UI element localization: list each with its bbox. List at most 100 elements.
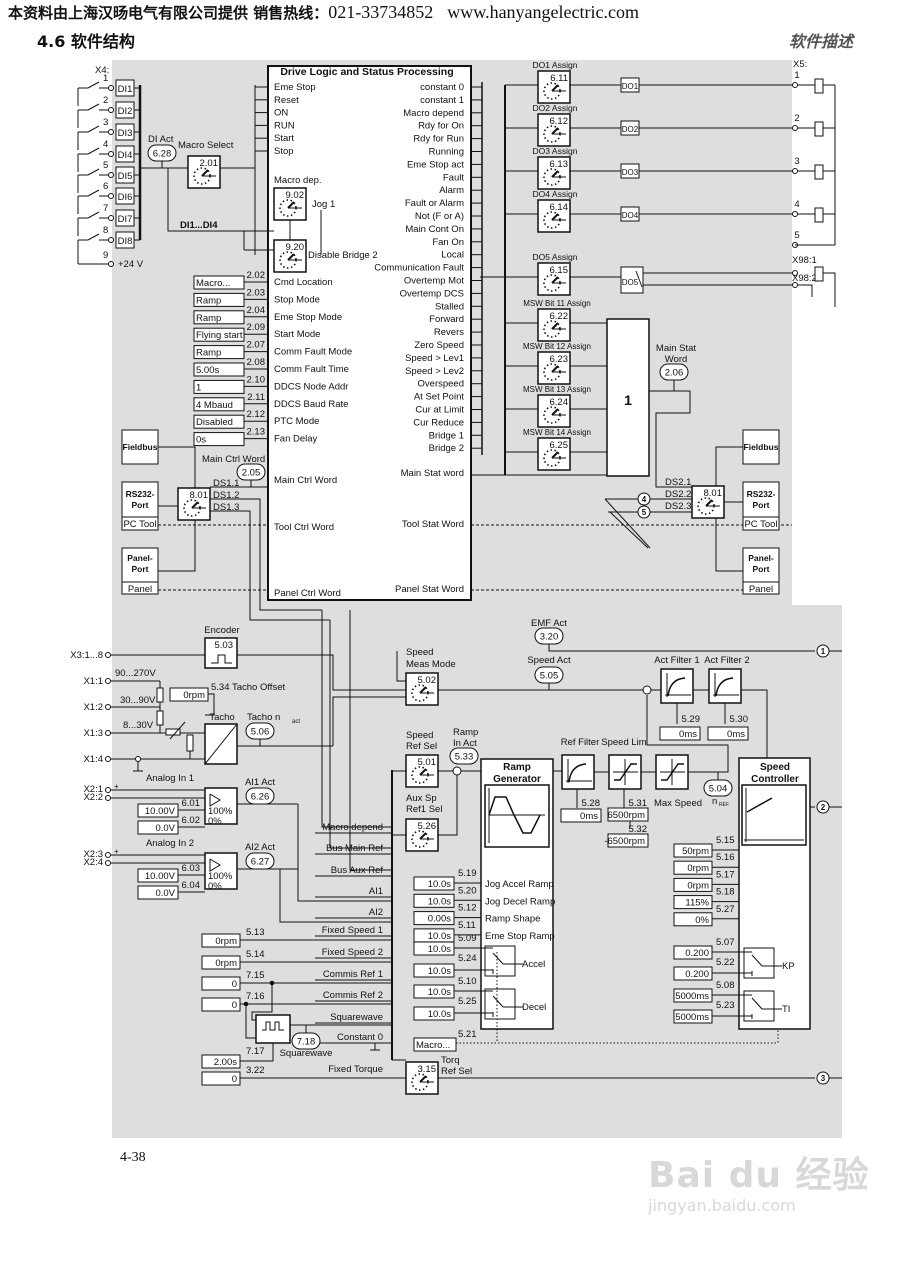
logic-output-15: Overtemp Mot: [404, 276, 465, 287]
logic-output-26: Cur Reduce: [413, 417, 464, 428]
setting-param: 2.07: [247, 340, 266, 351]
relay-coil-icon: [814, 207, 824, 223]
nref-sub: REF: [719, 802, 729, 808]
ramp-profile-curve: [488, 796, 541, 834]
main-ctrl-word-param-label: Main Ctrl Word: [202, 454, 265, 465]
setting-label-1: Stop Mode: [274, 294, 320, 305]
ai-lo-param: 6.02: [182, 815, 201, 826]
x98-1-label: X98:1: [792, 255, 817, 266]
do-assign-label-2: DO3 Assign: [533, 146, 578, 156]
logic-output-18: Forward: [429, 314, 464, 325]
logic-output-9: Fault or Alarm: [405, 198, 464, 209]
speed-ref-sel-label-2: Ref Sel: [406, 741, 437, 752]
terminal-icon: [105, 795, 111, 801]
ref-source-1: Bus Main Ref: [326, 843, 383, 854]
speed-ref-sel-label: Speed: [406, 730, 433, 741]
ai-terminal-0a: X2:1: [83, 784, 103, 795]
macro-select-switch-icon: [187, 155, 221, 189]
do-assign-label-0: DO1 Assign: [533, 60, 578, 70]
terminal-icon: [105, 756, 111, 762]
act-filter-2-text: 0ms: [727, 729, 745, 740]
msw-selector-2-param: 6.24: [550, 397, 569, 408]
logic-output-21: Speed > Lev1: [405, 353, 464, 364]
accel-label: Accel: [522, 959, 545, 970]
logic-input-2: ON: [274, 108, 288, 119]
kp-label: KP: [782, 961, 795, 972]
do-assign-label-1: DO2 Assign: [533, 103, 578, 113]
squarewave-period-param: 7.17: [246, 1046, 265, 1057]
logic-output-16: Overtemp DCS: [400, 288, 464, 299]
speed-ctrl-param: 5.17: [716, 869, 735, 880]
pct-hi: 100%: [208, 871, 233, 882]
logic-output-20: Zero Speed: [414, 340, 464, 351]
wire: [237, 654, 406, 691]
watermark-url: jingyan.baidu.com: [648, 1196, 796, 1215]
ramp-generator-title-2: Generator: [493, 774, 541, 785]
setting-2.09-text: Flying start: [196, 330, 243, 341]
commis-ref-1-text: 0: [232, 979, 237, 990]
connector-4-num: 4: [642, 495, 647, 504]
ramp-setting-label-2: Ramp Shape: [485, 914, 540, 925]
do-label: DO2: [622, 125, 639, 134]
ai-hi-1-text: 10.00V: [145, 871, 176, 882]
pot-arrow: [169, 721, 186, 740]
right-pc-tool-label: PC Tool: [744, 519, 777, 530]
connector-2-num: 2: [821, 803, 826, 812]
ds1-label-2: DS1.3: [213, 502, 239, 513]
msw-label-1: MSW Bit 12 Assign: [523, 342, 591, 351]
speed-ctrl-param: 5.15: [716, 835, 735, 846]
ti-label: TI: [782, 1004, 790, 1015]
di1-4-wire: [167, 168, 244, 232]
do5-contact-icon: [635, 270, 643, 288]
msw-selector-1-needle: [551, 365, 559, 373]
logic-output-19: Revers: [434, 327, 464, 338]
company-text: 本资料由上海汉旸电气有限公司提供 销售热线：: [8, 4, 329, 22]
terminal-icon: [105, 787, 111, 793]
encoder-terminal-label: X3:1...8: [70, 650, 103, 661]
x5-pin-2: 3: [794, 156, 799, 167]
watermark: Bai du 经验 jingyan.baidu.com: [648, 1146, 870, 1215]
relay-coil-icon: [814, 164, 824, 180]
tacho-nact-value: 5.06: [251, 727, 270, 738]
speed-ctrl-setting-5.16-text: 0rpm: [687, 863, 709, 874]
wire: [712, 972, 753, 976]
logic-input-0: Eme Stop: [274, 82, 316, 93]
connector-5-num: 5: [642, 508, 647, 517]
disable-bridge-label: Disable Bridge 2: [308, 250, 378, 261]
do-selector-0-needle: [551, 84, 559, 92]
pct-lo: 0%: [208, 881, 222, 892]
ramp-generator-title: Ramp: [503, 762, 531, 773]
ref-filter-field: [560, 808, 602, 823]
di-label: DI2: [118, 106, 133, 117]
msw-selector-2-needle: [551, 408, 559, 416]
msw-selector-2-switch-icon: [537, 394, 571, 428]
macro-select-needle: [201, 169, 209, 177]
torq-ref-selector-needle: [419, 1075, 427, 1083]
emf-wire: [548, 644, 815, 652]
setting-2.13-text: 0s: [196, 435, 206, 446]
sum-junction-icon: [642, 685, 652, 695]
ref-source-3: AI1: [369, 886, 383, 897]
drive-logic-title: Drive Logic and Status Processing: [280, 66, 453, 78]
ti-param-2: 5.23: [716, 1000, 735, 1011]
tacho-offset-text: 0rpm: [183, 690, 205, 701]
di-pin-number: 3: [103, 117, 108, 128]
terminal-icon: [792, 168, 798, 174]
wire: [321, 610, 392, 828]
right-comm-selector-switch-icon: [691, 485, 725, 519]
ref-filter-text: 0ms: [580, 811, 598, 822]
setting-label-6: DDCS Node Addr: [274, 381, 348, 392]
encoder-pulse-icon: [211, 654, 232, 664]
ramp-param: 5.11: [458, 920, 476, 931]
do-selector-2-needle: [551, 170, 559, 178]
ds2-label-0: DS2.1: [665, 477, 691, 488]
ramp-setting-5.12-text: 0.00s: [428, 914, 451, 925]
setting-2.10-field: [193, 379, 245, 394]
logic-output-25: Cur at Limit: [415, 405, 464, 416]
speed-meas-selector-needle: [419, 686, 427, 694]
right-comm-selector-needle: [705, 499, 713, 507]
di-switch-icon: [87, 125, 100, 133]
logic-output-5: Running: [429, 147, 464, 158]
pct-hi: 100%: [208, 806, 233, 817]
setting-label-4: Comm Fault Mode: [274, 347, 352, 358]
